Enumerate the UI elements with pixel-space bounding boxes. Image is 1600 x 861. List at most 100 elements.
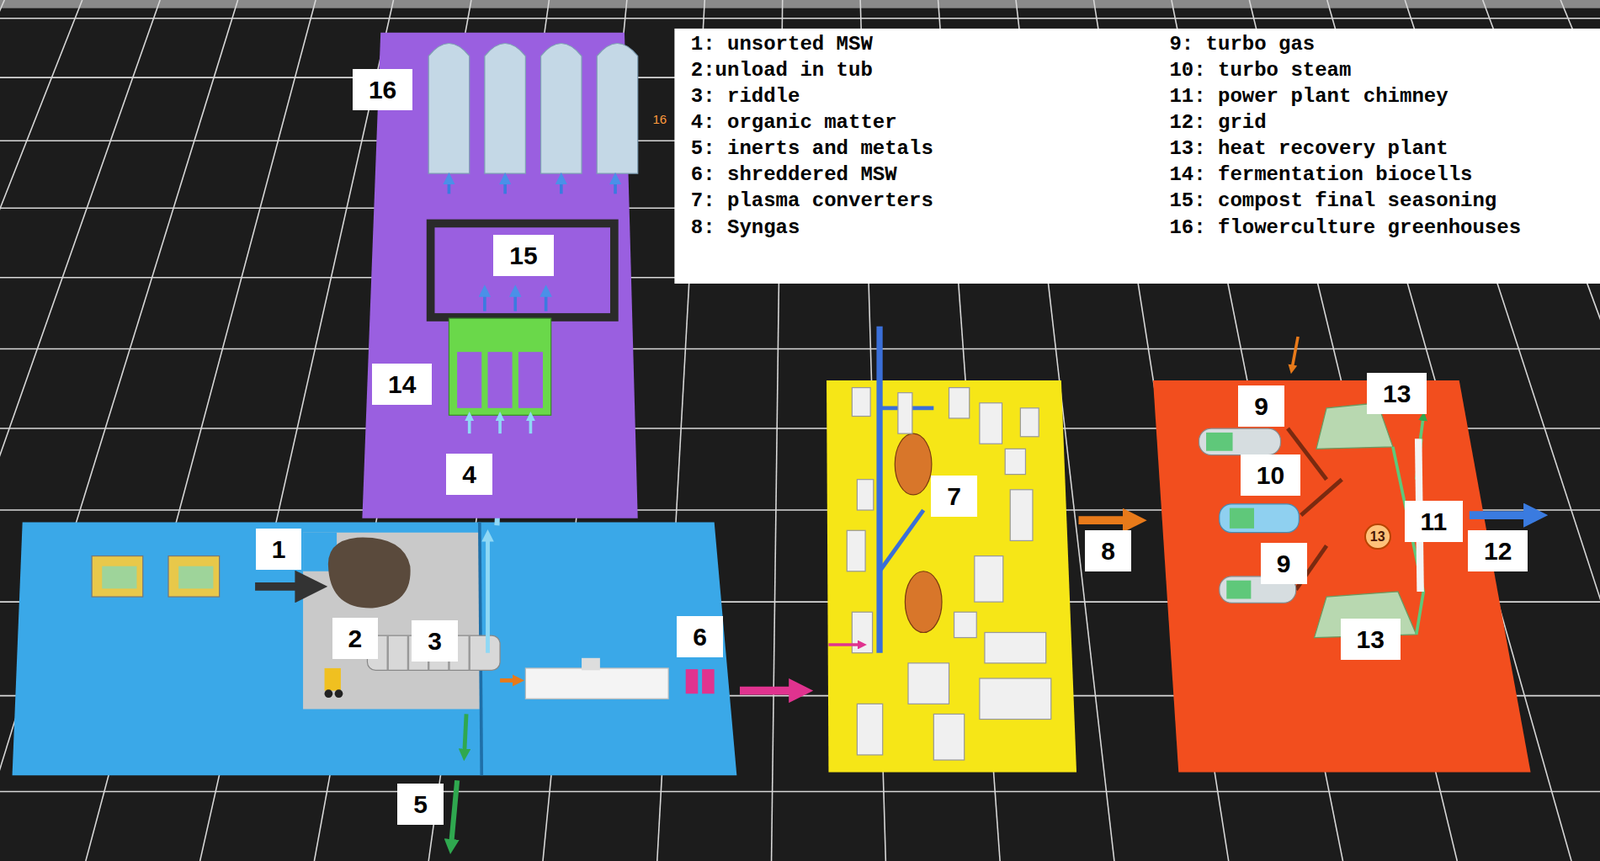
legend-line: 8: Syngas — [691, 215, 801, 241]
callout-box: 2 — [332, 617, 379, 660]
illustration-part — [828, 643, 862, 647]
illustration-part — [894, 433, 932, 495]
illustration-part — [879, 510, 924, 572]
illustration-part — [1004, 448, 1026, 474]
illustration-part — [974, 556, 1004, 603]
callout-number: 11 — [1420, 507, 1448, 536]
illustration-part — [525, 668, 669, 699]
illustration-part — [483, 290, 487, 311]
illustration-part — [469, 416, 532, 435]
illustration-part — [0, 348, 1600, 351]
illustration-part — [457, 351, 482, 409]
illustration-part — [856, 703, 883, 755]
illustration-part — [904, 571, 942, 633]
illustration-part — [1199, 428, 1282, 456]
illustration-part — [328, 537, 411, 609]
callout-number: 13 — [1370, 529, 1386, 545]
illustration-part — [448, 178, 616, 194]
illustration-part — [846, 388, 1051, 761]
callout-number: 4 — [462, 460, 477, 489]
top-bar — [0, 0, 1600, 9]
power-area — [1153, 336, 1537, 773]
callout-number: 16 — [368, 75, 397, 104]
legend-line: 7: plasma converters — [691, 188, 934, 214]
illustration-part — [826, 380, 1077, 772]
illustration-part — [1009, 489, 1033, 542]
illustration-part — [498, 416, 502, 435]
illustration-part — [541, 43, 582, 175]
illustration-part — [876, 326, 883, 654]
legend-line: 12: grid — [1169, 110, 1266, 136]
illustration-part — [428, 43, 638, 175]
illustration-part — [0, 17, 1600, 20]
illustration-part — [503, 178, 507, 194]
callout-box: 15 — [493, 234, 553, 277]
callout-number: 14 — [388, 370, 416, 399]
illustration-part — [544, 290, 548, 311]
illustration-part — [1020, 408, 1039, 437]
callout-number: 13 — [1356, 625, 1385, 654]
illustration-part — [386, 635, 389, 670]
illustration-part — [101, 566, 137, 590]
illustration-part — [529, 416, 533, 435]
illustration-part — [499, 678, 519, 683]
illustration-part — [488, 351, 513, 409]
illustration-part — [334, 689, 344, 698]
callout-number: 1 — [271, 535, 287, 564]
illustration-part — [1229, 508, 1255, 529]
illustration-part — [255, 582, 312, 591]
illustration-part — [484, 290, 547, 311]
illustration-part — [613, 178, 617, 194]
illustration-part — [701, 669, 715, 694]
illustration-part — [846, 530, 866, 571]
illustration-part — [851, 388, 871, 417]
legend-line: 14: fermentation biocells — [1169, 162, 1473, 188]
illustration-part — [1153, 380, 1531, 772]
illustration-part — [984, 632, 1047, 663]
callout-number: 2 — [348, 624, 363, 653]
illustration-part — [447, 178, 452, 194]
legend-line: 6: shreddered MSW — [691, 162, 898, 188]
illustration-part — [302, 532, 480, 710]
illustration-part — [485, 535, 490, 653]
illustration-part — [685, 669, 699, 694]
legend-line: 2:unload in tub — [691, 58, 873, 84]
illustration-part — [1226, 580, 1251, 600]
illustration-part — [596, 43, 638, 175]
illustration-part — [1420, 416, 1425, 440]
illustration-part — [467, 635, 470, 670]
plasma-area — [826, 326, 1135, 773]
illustration-part — [856, 479, 873, 511]
illustration-part — [428, 43, 469, 175]
legend-line: 9: turbo gas — [1169, 31, 1315, 58]
illustration-part — [426, 219, 619, 322]
legend-line: 3: riddle — [691, 84, 801, 110]
illustration-part — [1291, 336, 1298, 370]
illustration-part — [484, 43, 526, 175]
callout-number: 10 — [1256, 461, 1285, 490]
illustration-part — [407, 635, 410, 670]
illustration-part — [448, 318, 551, 415]
illustration-part — [451, 780, 458, 847]
callout-number: 15 — [509, 241, 537, 270]
callout-number: 6 — [692, 622, 707, 651]
illustration-part — [1219, 504, 1300, 533]
illustration-part — [949, 388, 970, 419]
callout-number: 13 — [1382, 379, 1411, 408]
illustration-part — [1301, 479, 1342, 516]
illustration-part — [434, 227, 611, 314]
callout-box: 9 — [1260, 542, 1308, 585]
illustration-part — [954, 611, 978, 638]
callout-box: 3 — [411, 620, 458, 662]
sorting-area — [12, 463, 802, 847]
callout-number: 9 — [1276, 549, 1292, 578]
illustration-part — [518, 351, 543, 409]
illustration-part — [467, 416, 472, 435]
callout-box: 10 — [1240, 454, 1301, 496]
illustration-part — [908, 663, 949, 704]
illustration-part — [1469, 510, 1537, 520]
illustration-part — [12, 522, 738, 777]
callout-box: 1 — [255, 528, 303, 570]
illustration-part — [91, 556, 144, 597]
